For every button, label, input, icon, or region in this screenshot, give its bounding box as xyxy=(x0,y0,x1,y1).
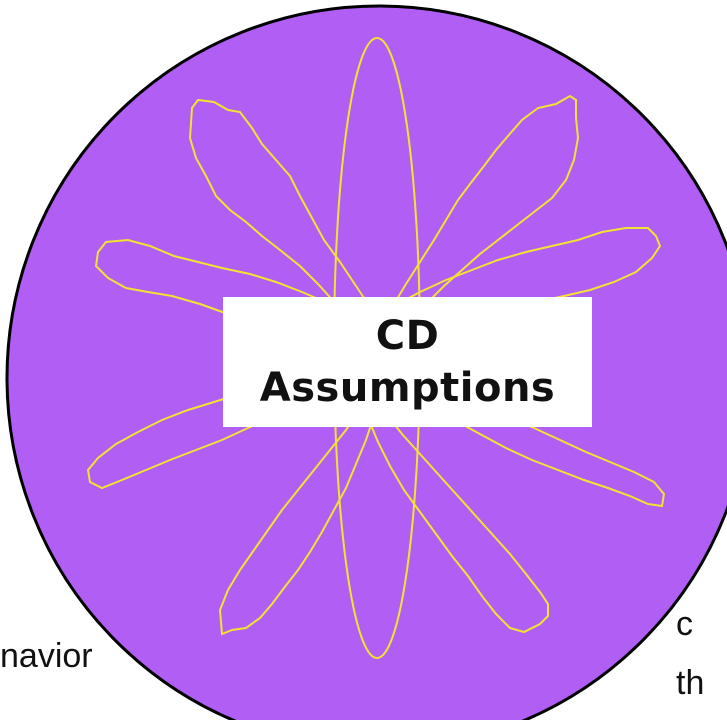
left-text-fragment: navior xyxy=(0,637,93,675)
title-line-1: CD xyxy=(375,313,440,359)
title-box: CD Assumptions xyxy=(223,297,592,427)
right-text-fragment-2: th xyxy=(676,664,705,702)
title-line-2: Assumptions xyxy=(259,365,556,411)
right-text-fragment-1: c xyxy=(676,605,693,643)
